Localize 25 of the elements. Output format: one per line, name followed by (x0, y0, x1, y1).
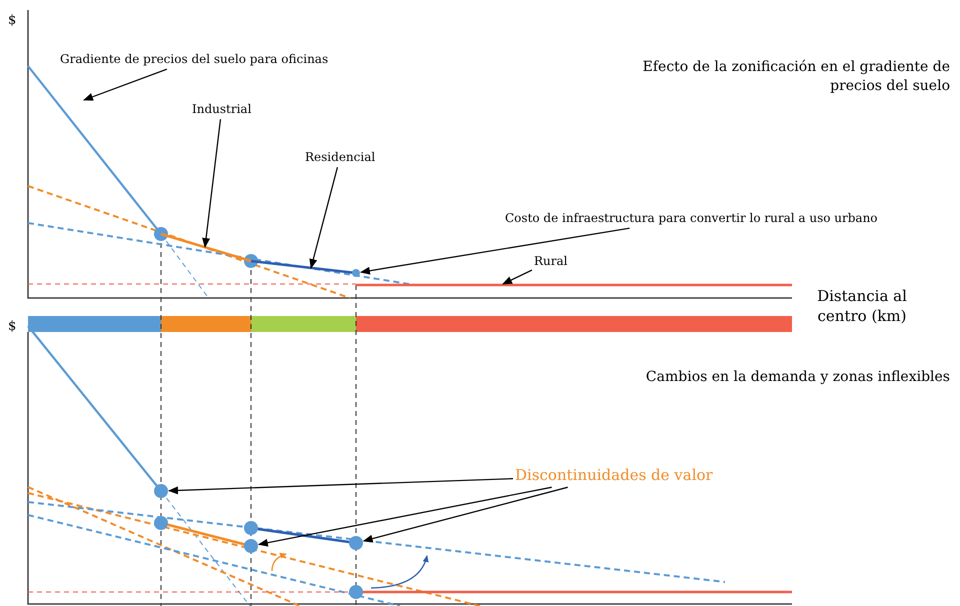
point-marker (352, 269, 360, 277)
leader-line (362, 486, 568, 543)
callout-label: Costo de infraestructura para convertir lo rural a uso urbano (505, 210, 878, 226)
point-marker (349, 536, 363, 550)
axis-label: $ (8, 12, 18, 30)
callout-label: Discontinuidades de valor (515, 465, 713, 486)
gradient-segment (160, 232, 252, 262)
panel-title: Efecto de la zonificación en el gradiente de precios del suelo (642, 58, 950, 96)
leader-line (83, 68, 168, 101)
callout-label: Residencial (305, 149, 376, 166)
leader-line (360, 228, 630, 275)
point-marker (244, 539, 258, 553)
leader-line (309, 167, 338, 269)
leader-line (202, 119, 222, 248)
callout-label: Gradiente de precios del suelo para oficinas (60, 51, 328, 68)
axis-title: Distancia al centro (km) (816, 286, 908, 326)
callout-label: Rural (534, 253, 568, 270)
leader-line (168, 478, 514, 494)
panel-title: Cambios en la demanda y zonas inflexibles (644, 368, 950, 387)
callout-label: Industrial (192, 101, 252, 118)
leader-line (258, 486, 552, 547)
axis-label: $ (8, 318, 18, 336)
point-marker (154, 484, 168, 498)
gradient-line (356, 284, 792, 286)
leader-line (502, 270, 532, 285)
